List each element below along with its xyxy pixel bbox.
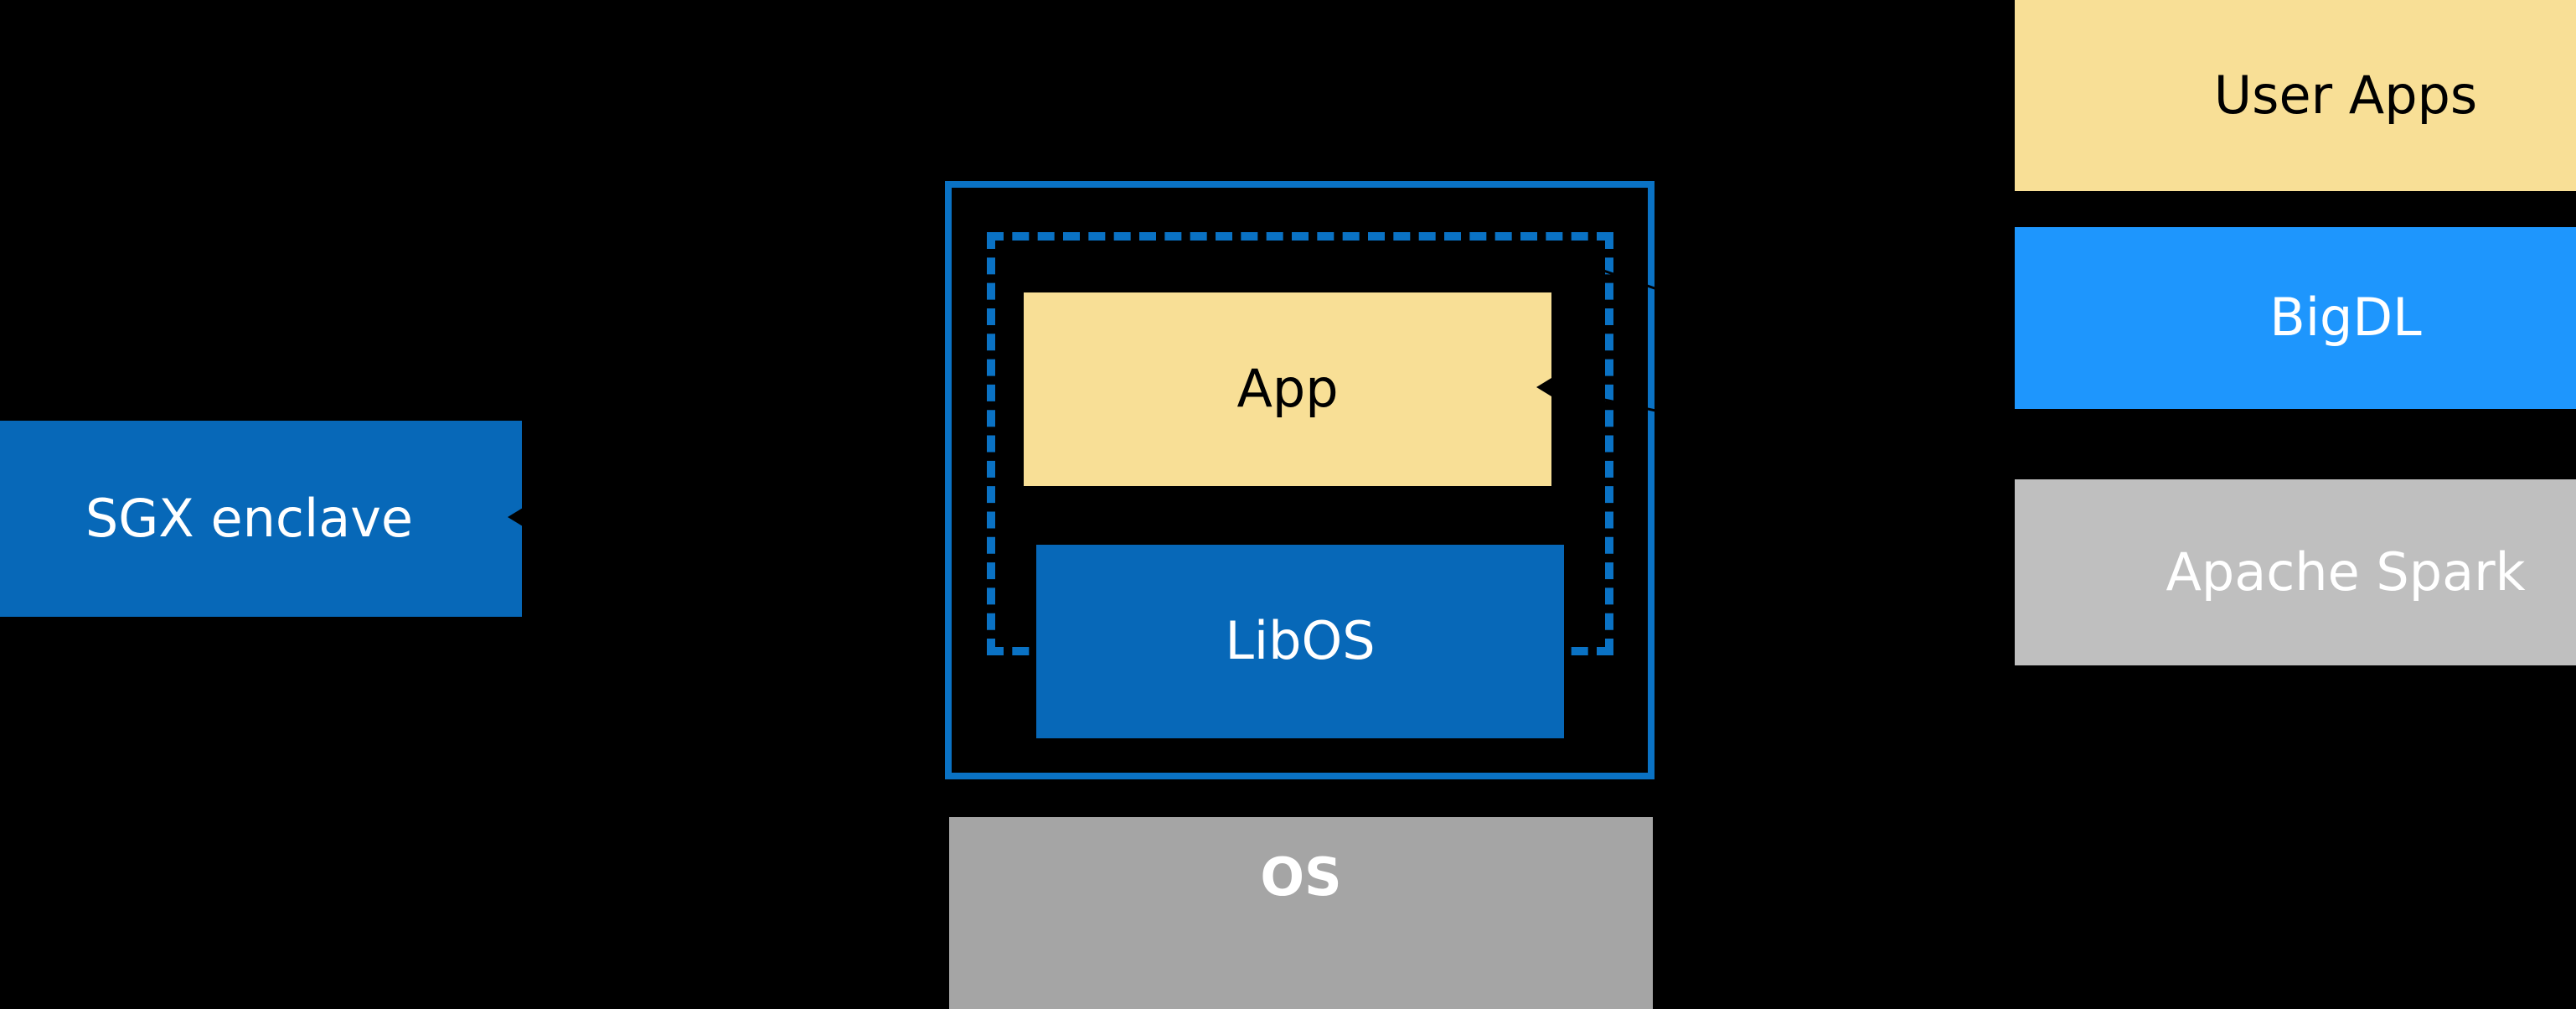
bigdl-box: BigDL — [2015, 227, 2576, 409]
enclave-outer-border-box — [945, 181, 1655, 779]
sgx-enclave-box: SGX enclave — [0, 421, 522, 617]
apache-spark-box: Apache Spark — [2015, 479, 2576, 665]
libos-box: LibOS — [1036, 545, 1564, 738]
sgx-arrow-head-icon — [508, 508, 523, 526]
os-box: OS — [949, 817, 1653, 1009]
app-box: App — [1024, 292, 1551, 486]
sgx-connector-line — [522, 516, 945, 519]
user-apps-box: User Apps — [2015, 0, 2576, 191]
app-arrow-head-icon — [1536, 378, 1551, 396]
